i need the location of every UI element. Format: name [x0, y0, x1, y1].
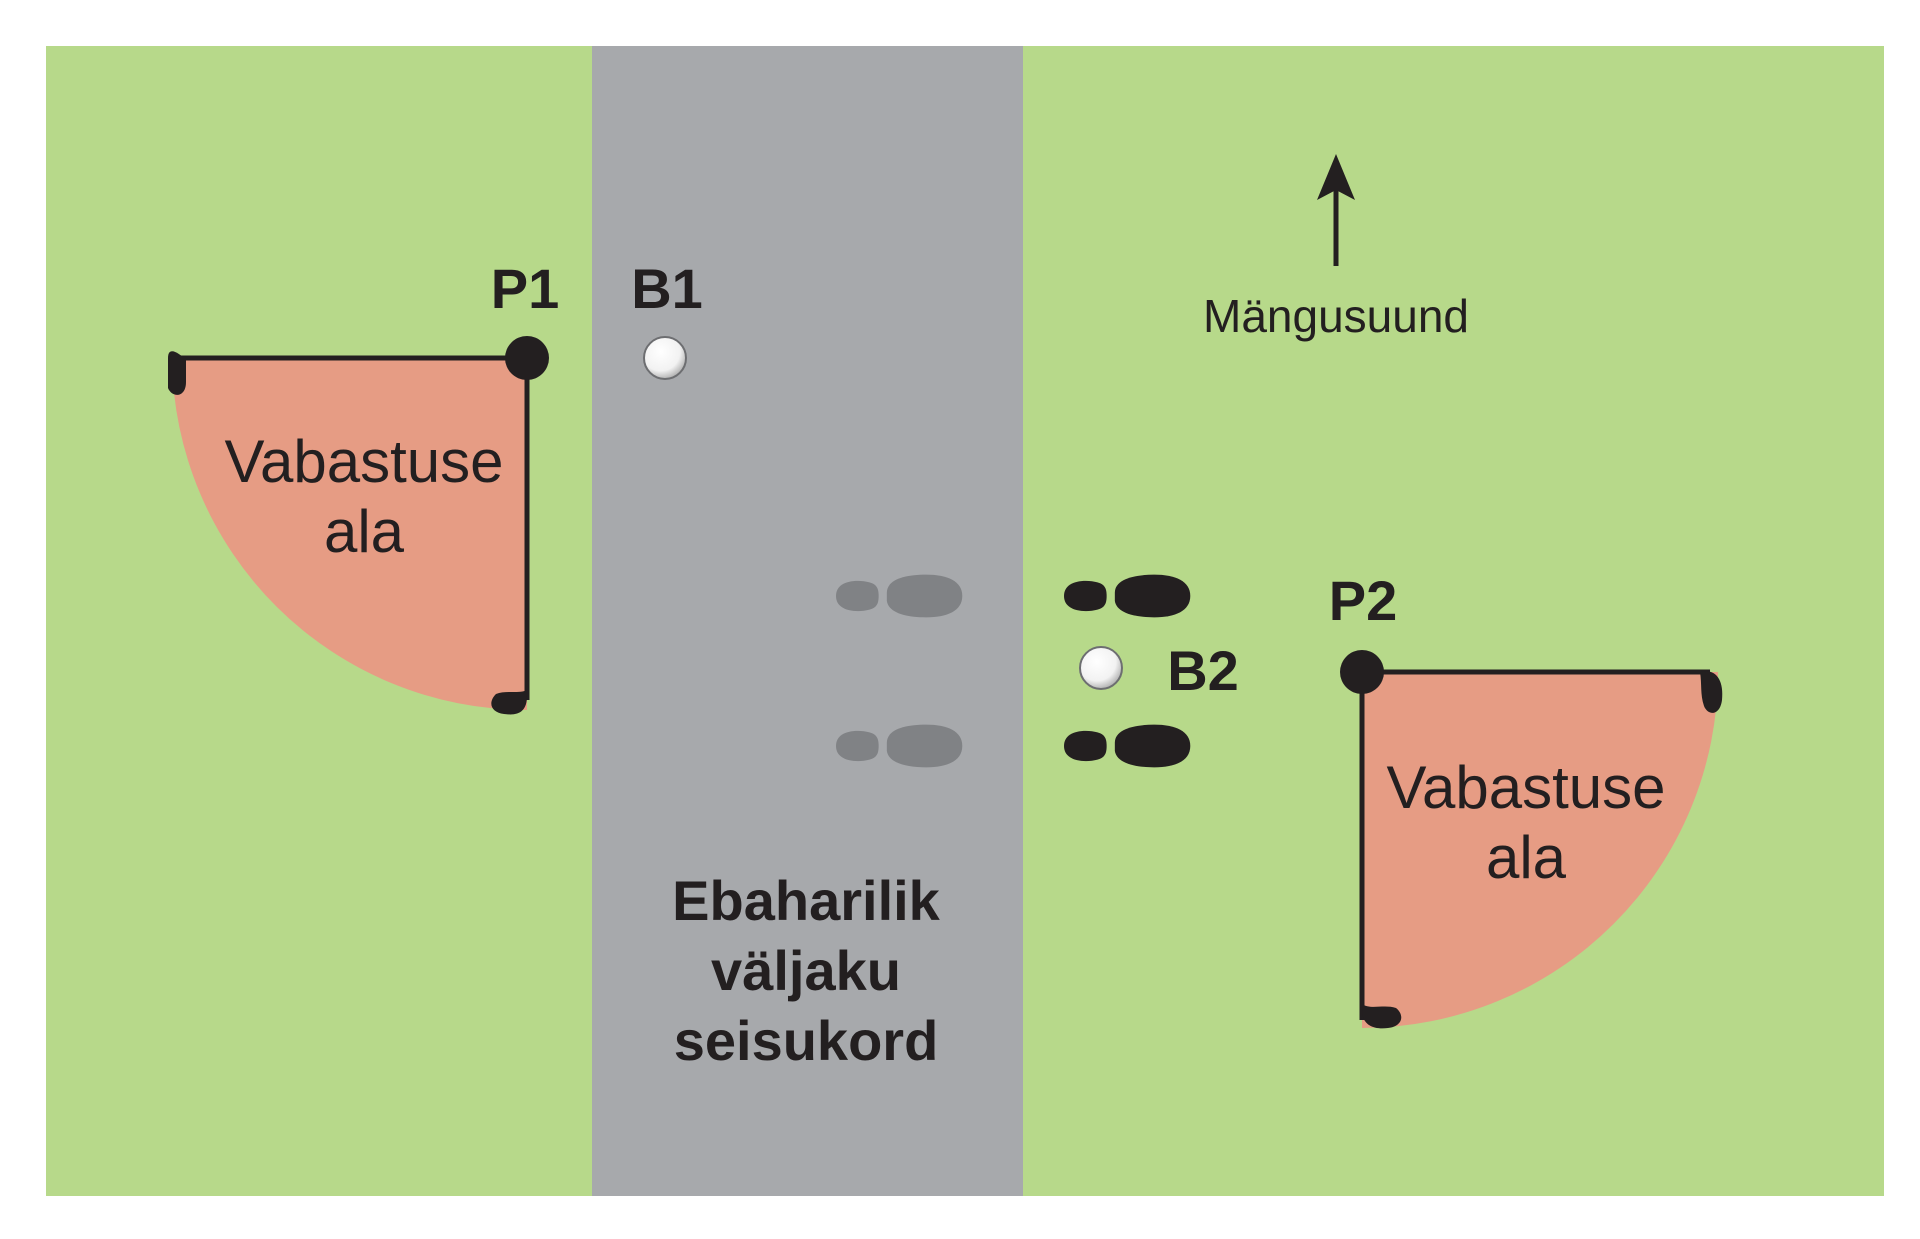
relief-area-right-fill: [1362, 672, 1718, 1028]
label-b2: B2: [1167, 639, 1239, 702]
shoe-print-icon: [1064, 574, 1191, 618]
tee-marker-icon: [491, 690, 527, 715]
tee-marker-icon: [1700, 671, 1723, 713]
condition-label-line1: Ebaharilik: [672, 869, 941, 932]
golf-ball-icon: [643, 336, 687, 380]
reference-point-p2: [1340, 650, 1384, 694]
relief-area-right-label-line1: Vabastuse: [1386, 754, 1665, 821]
golf-ball-icon: [1079, 646, 1123, 690]
relief-area-right: Vabastuse ala: [1340, 650, 1723, 1029]
reference-point-p1: [505, 336, 549, 380]
tee-marker-icon: [1362, 1004, 1402, 1029]
relief-area-right-label-line2: ala: [1486, 824, 1567, 891]
condition-label-line3: seisukord: [674, 1009, 939, 1072]
relief-area-left: Vabastuse ala: [168, 336, 549, 715]
condition-label-line2: väljaku: [711, 939, 901, 1002]
shoe-print-icon: [836, 574, 963, 618]
arrow-up-icon: [1317, 154, 1355, 266]
abnormal-condition-strip: [592, 46, 1023, 1196]
label-b1: B1: [631, 257, 703, 320]
relief-area-right-border: [1359, 669, 1710, 1020]
relief-area-left-fill: [172, 358, 527, 711]
direction-of-play-label: Mängusuund: [1203, 290, 1469, 342]
relief-area-left-label-line2: ala: [324, 498, 405, 565]
label-p1: P1: [491, 257, 560, 320]
tee-marker-icon: [168, 351, 186, 395]
relief-area-left-label-line1: Vabastuse: [224, 428, 503, 495]
label-p2: P2: [1329, 569, 1398, 632]
shoe-print-icon: [836, 724, 963, 768]
shoe-print-icon: [1064, 724, 1191, 768]
